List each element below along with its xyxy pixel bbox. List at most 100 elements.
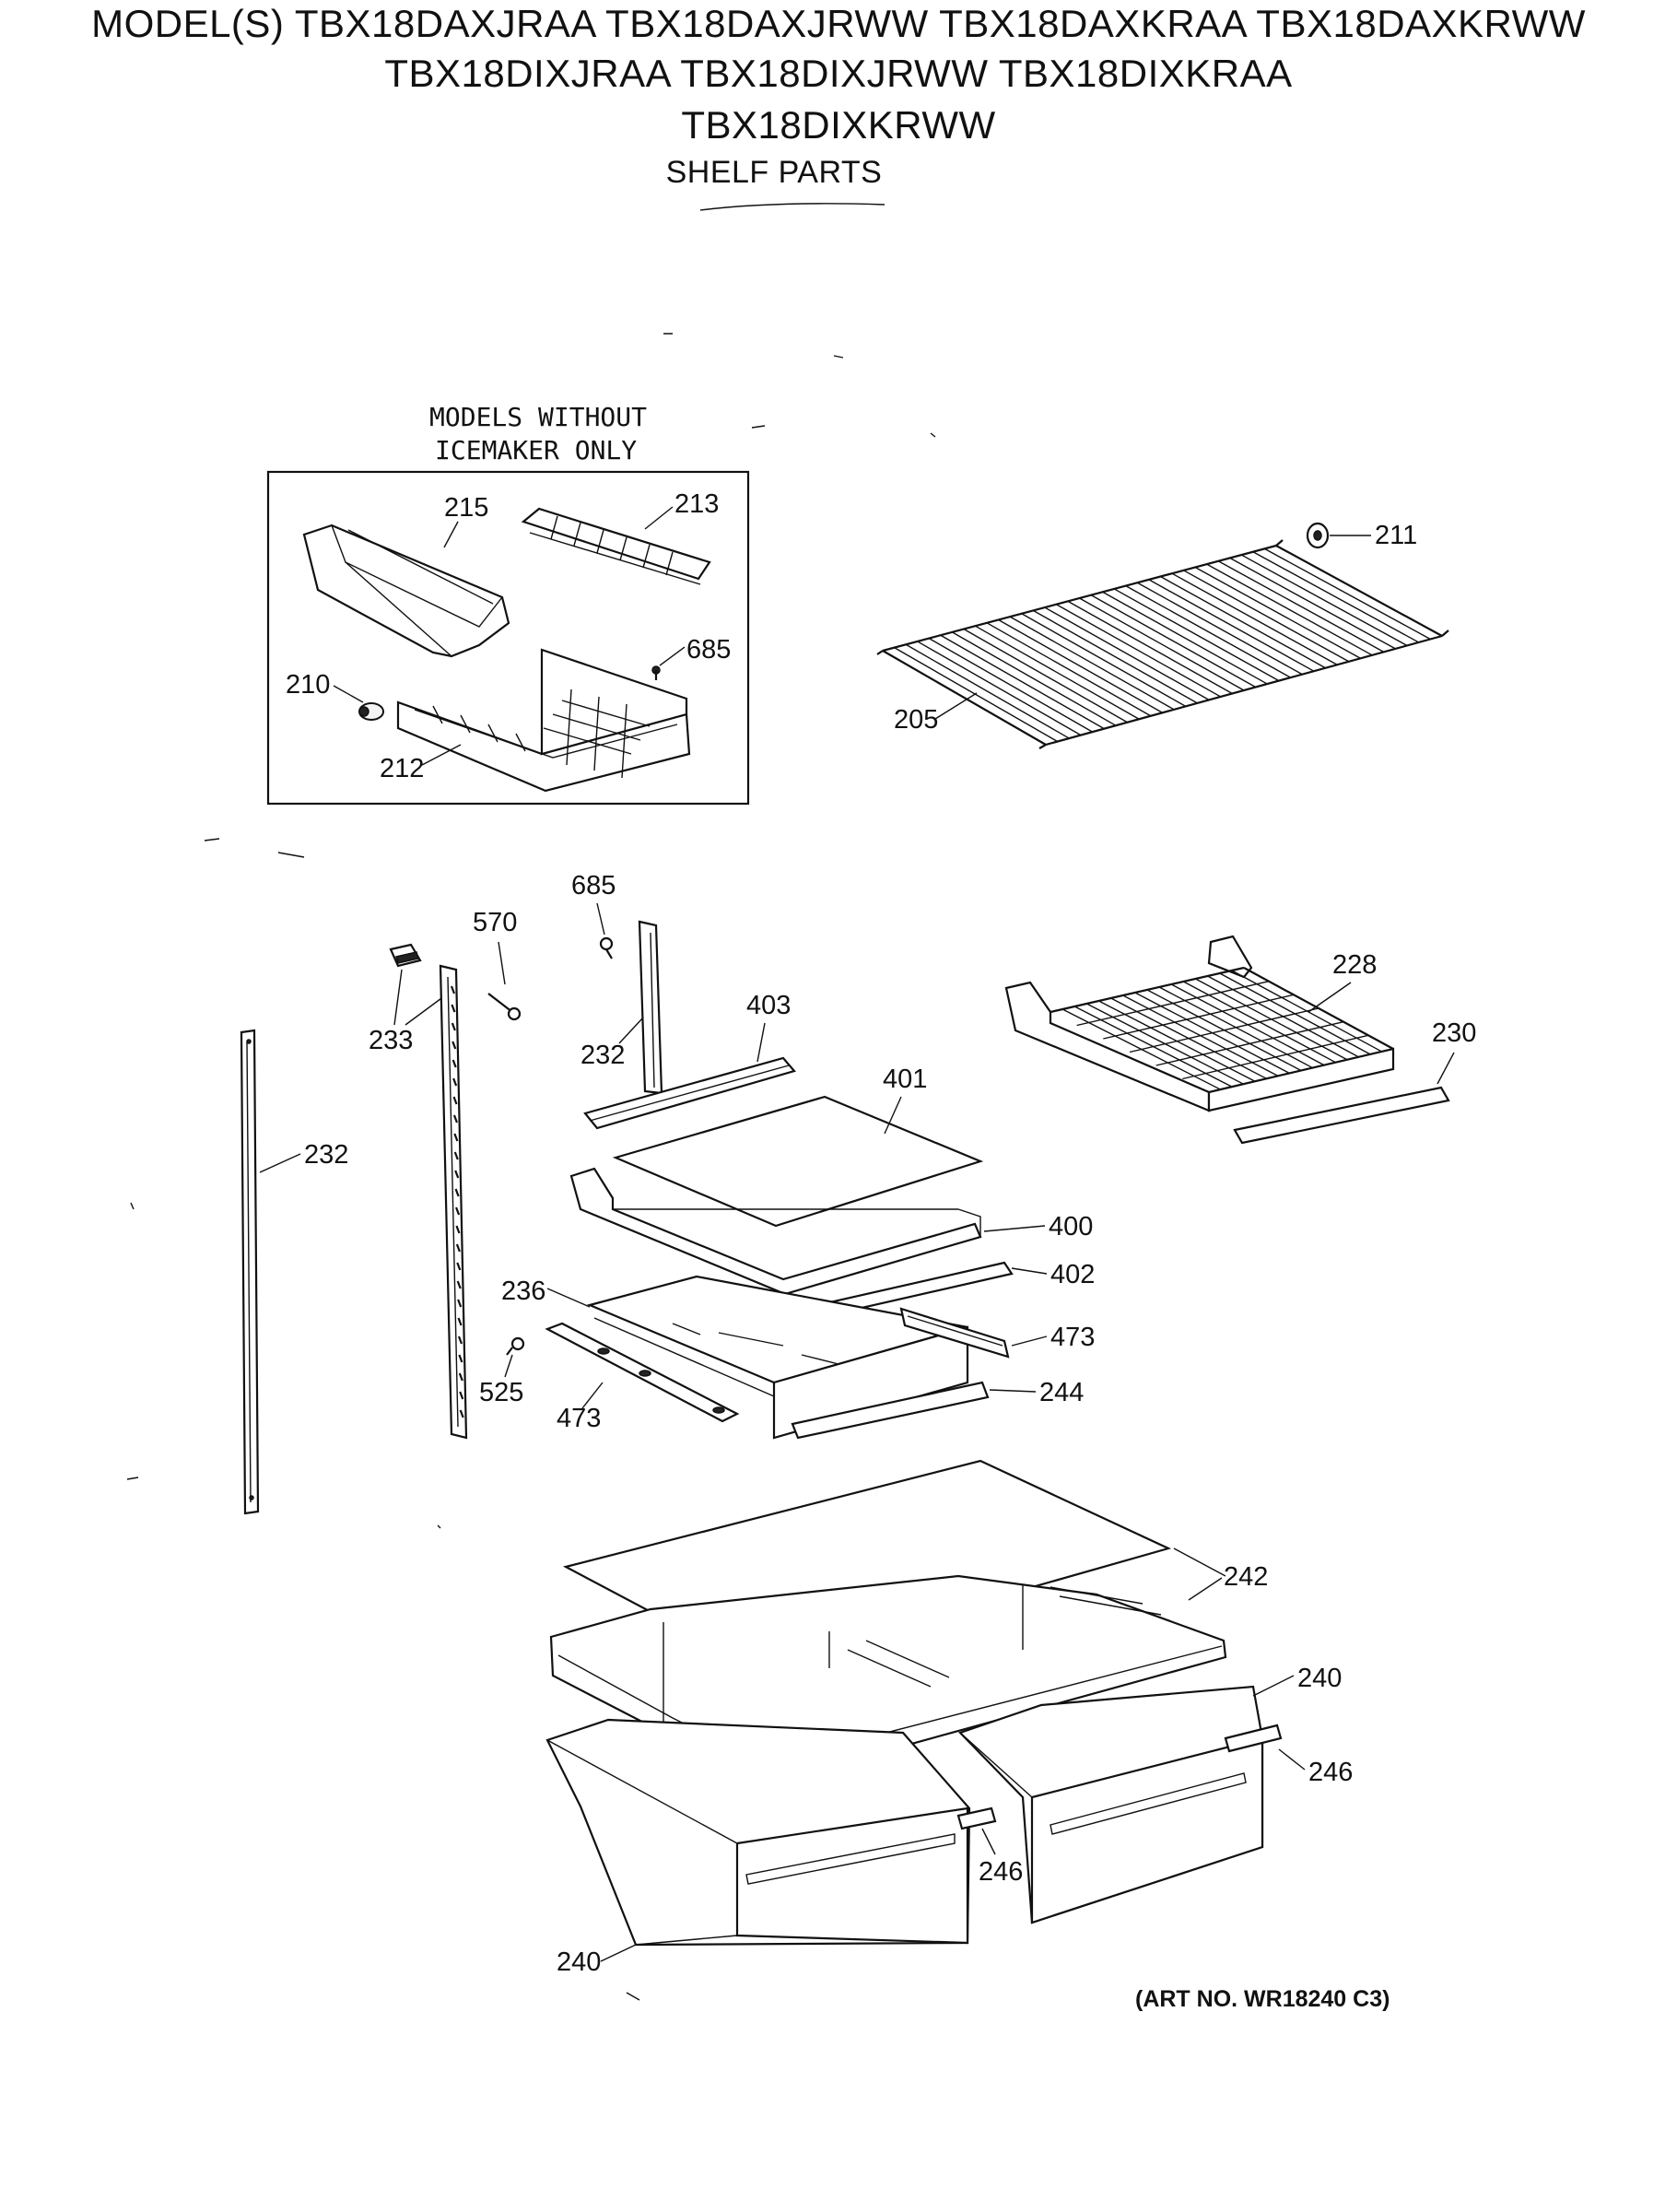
model-list-line-1: MODEL(S) TBX18DAXJRAA TBX18DAXJRWW TBX18… xyxy=(91,2,1586,45)
callout-213: 213 xyxy=(674,489,719,519)
drawing-line xyxy=(452,1114,458,1124)
leader-403 xyxy=(756,1022,766,1063)
leader-473-right xyxy=(1011,1335,1048,1347)
drawing-line xyxy=(455,1225,461,1234)
leader-525 xyxy=(504,1354,513,1378)
drawing-line xyxy=(452,1059,457,1068)
art-number: (ART NO. WR18240 C3) xyxy=(1135,1986,1390,2012)
part-210-knob xyxy=(358,702,384,721)
part-685-screw-inset xyxy=(651,665,661,680)
part-240-drawer-right xyxy=(957,1685,1283,1924)
shelf-228-rods xyxy=(1061,970,1382,1090)
part-403-trim xyxy=(583,1056,796,1130)
leader-213 xyxy=(644,506,674,530)
callout-236: 236 xyxy=(501,1277,545,1306)
leader-242b xyxy=(1188,1577,1223,1601)
drawing-line xyxy=(1182,1034,1369,1080)
drawing-line xyxy=(952,631,1117,726)
callout-205: 205 xyxy=(894,705,938,735)
drawing-line xyxy=(1079,597,1245,691)
part-240-drawer-left xyxy=(545,1718,997,1947)
leader-244 xyxy=(989,1389,1037,1393)
part-473-slide-left xyxy=(545,1322,740,1423)
part-211-stop xyxy=(1306,522,1330,549)
part-212-tray-shelf xyxy=(396,648,691,793)
part-244-trim xyxy=(791,1381,990,1440)
callout-228: 228 xyxy=(1332,950,1377,980)
drawing-line xyxy=(1252,551,1420,643)
leader-473-left xyxy=(581,1382,604,1409)
drawing-line xyxy=(1171,572,1338,665)
drawing-line xyxy=(975,625,1140,720)
callout-400: 400 xyxy=(1049,1212,1093,1241)
drawing-line xyxy=(453,1151,459,1160)
callout-210: 210 xyxy=(286,670,330,700)
drawing-line xyxy=(1183,570,1350,663)
callout-246-right: 246 xyxy=(1308,1758,1353,1787)
drawing-line xyxy=(1044,606,1210,701)
part-230-trim xyxy=(1233,1086,1450,1145)
part-570-screw xyxy=(487,993,522,1021)
drawing-line xyxy=(1103,994,1295,1040)
drawing-line xyxy=(1217,560,1385,653)
part-215-ice-bucket xyxy=(302,524,510,658)
drawing-line xyxy=(1155,1020,1344,1066)
part-232-upright xyxy=(638,920,663,1095)
leader-232-left xyxy=(259,1153,301,1173)
callout-211: 211 xyxy=(1375,521,1417,550)
drawing-line xyxy=(457,1299,463,1308)
callout-232-center: 232 xyxy=(580,1041,625,1070)
drawing-line xyxy=(452,1077,458,1087)
callout-473-left: 473 xyxy=(557,1404,601,1433)
drawing-line xyxy=(457,1335,463,1345)
drawing-line xyxy=(1136,582,1303,676)
part-233-clip xyxy=(389,943,422,968)
drawing-line xyxy=(455,1243,461,1253)
part-525-screw xyxy=(506,1336,525,1356)
drawing-line xyxy=(1021,613,1187,707)
drawing-line xyxy=(917,641,1082,736)
leader-402 xyxy=(1011,1267,1048,1275)
section-title: SHELF PARTS xyxy=(665,155,883,190)
drawing-line xyxy=(450,985,456,994)
drawing-line xyxy=(451,1004,456,1013)
drawing-line xyxy=(894,647,1058,743)
drawing-line xyxy=(459,1391,464,1400)
drawing-line xyxy=(1148,579,1315,672)
drawing-line xyxy=(451,1022,456,1031)
callout-401: 401 xyxy=(883,1065,927,1094)
drawing-line xyxy=(452,1041,457,1050)
callout-473-right: 473 xyxy=(1050,1323,1095,1352)
scan-marks xyxy=(126,333,936,2001)
drawing-line xyxy=(1090,594,1256,688)
drawing-line xyxy=(452,1096,458,1105)
callout-215: 215 xyxy=(444,493,488,523)
callout-403: 403 xyxy=(746,991,791,1020)
inset-note-line-1: MODELS WITHOUT xyxy=(429,402,647,432)
drawing-line xyxy=(905,643,1070,739)
leader-242a xyxy=(1173,1547,1226,1577)
leader-210 xyxy=(333,685,364,703)
callout-240-right: 240 xyxy=(1297,1664,1342,1693)
part-213-ice-tray xyxy=(521,507,711,585)
drawing-line xyxy=(928,637,1093,733)
leader-400 xyxy=(983,1225,1046,1232)
drawing-line xyxy=(1009,616,1175,711)
drawing-line xyxy=(1264,547,1431,641)
leader-685-inset xyxy=(659,646,686,666)
drawing-line xyxy=(454,1188,460,1197)
callout-685: 685 xyxy=(571,871,616,900)
rail-slots xyxy=(450,985,464,1418)
callout-246-left: 246 xyxy=(979,1857,1023,1887)
drawing-line xyxy=(1032,609,1198,704)
leader-230 xyxy=(1437,1052,1455,1085)
drawing-line xyxy=(1113,588,1280,682)
drawing-line xyxy=(1056,604,1222,698)
callout-525: 525 xyxy=(479,1378,523,1407)
model-list-line-3: TBX18DIXKRWW xyxy=(681,103,996,147)
callout-244: 244 xyxy=(1039,1378,1084,1407)
callout-685-inset: 685 xyxy=(686,635,731,665)
leader-246-right xyxy=(1278,1748,1306,1771)
